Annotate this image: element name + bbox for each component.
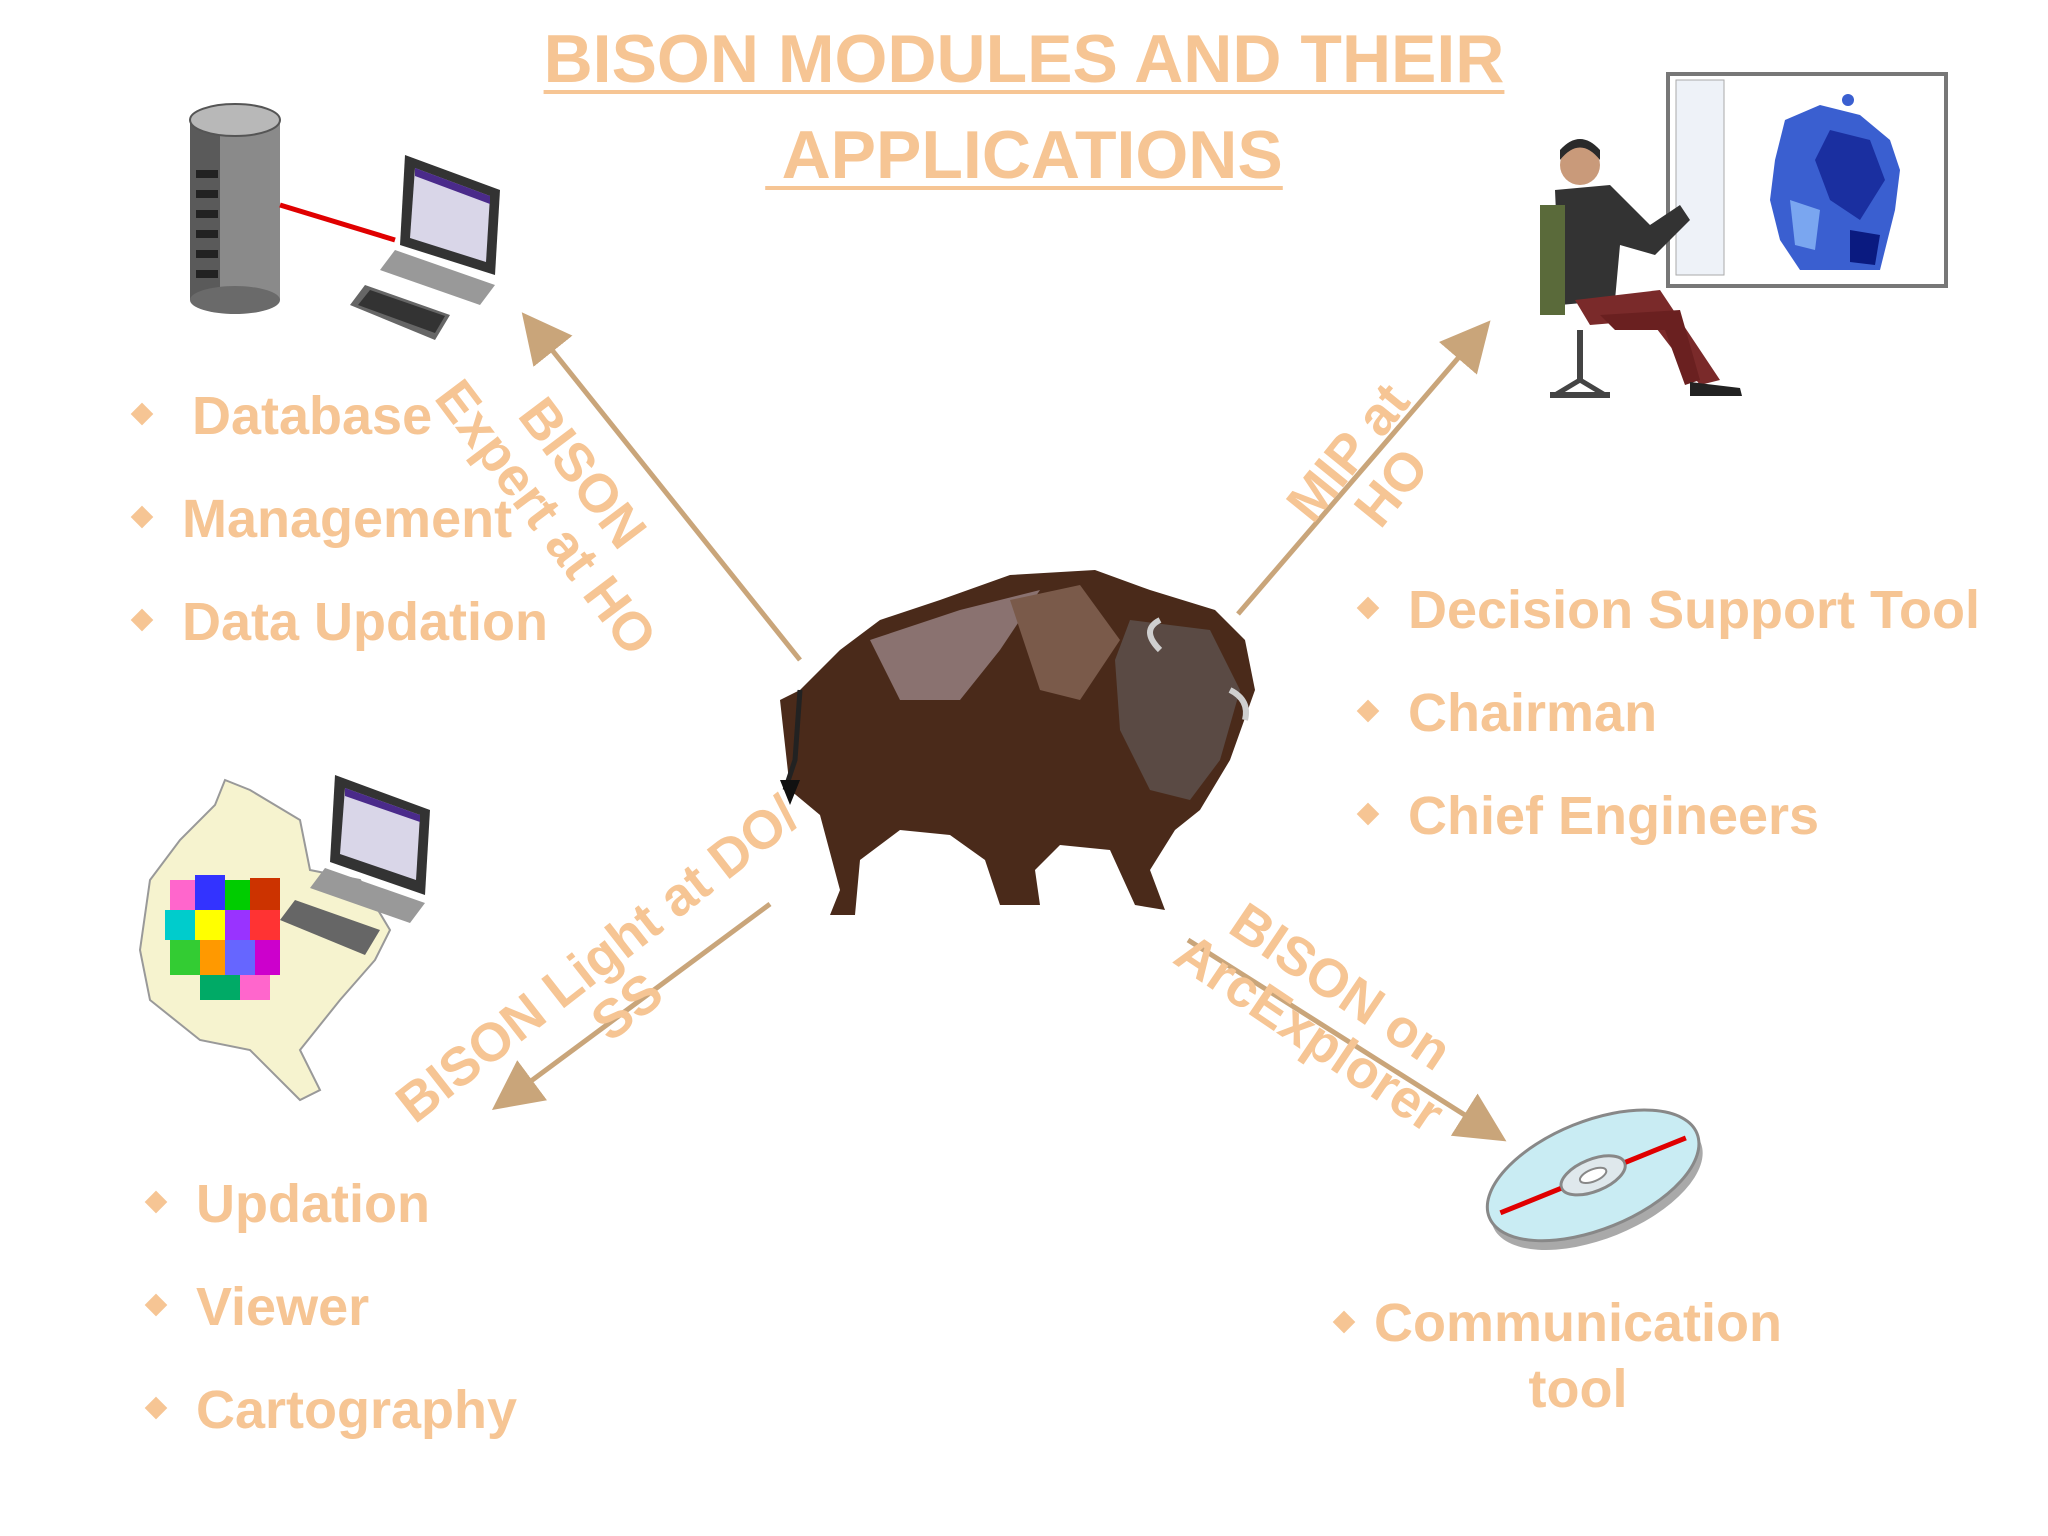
list-item: Database	[132, 386, 548, 489]
arcexplorer-features-list: Communication tool	[1332, 1290, 1818, 1422]
arrow-to-light	[491, 901, 772, 1110]
light-features-list: Updation Viewer Cartography	[146, 1174, 517, 1483]
feature-line-2: tool	[1528, 1359, 1628, 1419]
list-item: Management	[132, 489, 548, 592]
list-item: Chief Engineers	[1358, 786, 1980, 889]
arrow-to-expert	[521, 312, 802, 662]
arrow-to-mip	[1236, 320, 1491, 616]
feature-line-1: Communication	[1373, 1293, 1782, 1353]
list-item: Chairman	[1358, 683, 1980, 786]
page-title-line-2: APPLICATIONS	[765, 117, 1283, 193]
list-item: Decision Support Tool	[1358, 580, 1980, 683]
list-item: Cartography	[146, 1380, 517, 1483]
mip-features-list: Decision Support Tool Chairman Chief Eng…	[1358, 580, 1980, 889]
arrow-to-arcexplorer	[1186, 937, 1507, 1142]
list-item: Communication tool	[1332, 1290, 1818, 1422]
list-item: Updation	[146, 1174, 517, 1277]
expert-features-list: Database Management Data Updation	[132, 386, 548, 695]
list-item: Data Updation	[132, 592, 548, 695]
list-item: Viewer	[146, 1277, 517, 1380]
page-title-line-1: BISON MODULES AND THEIR	[543, 21, 1505, 97]
